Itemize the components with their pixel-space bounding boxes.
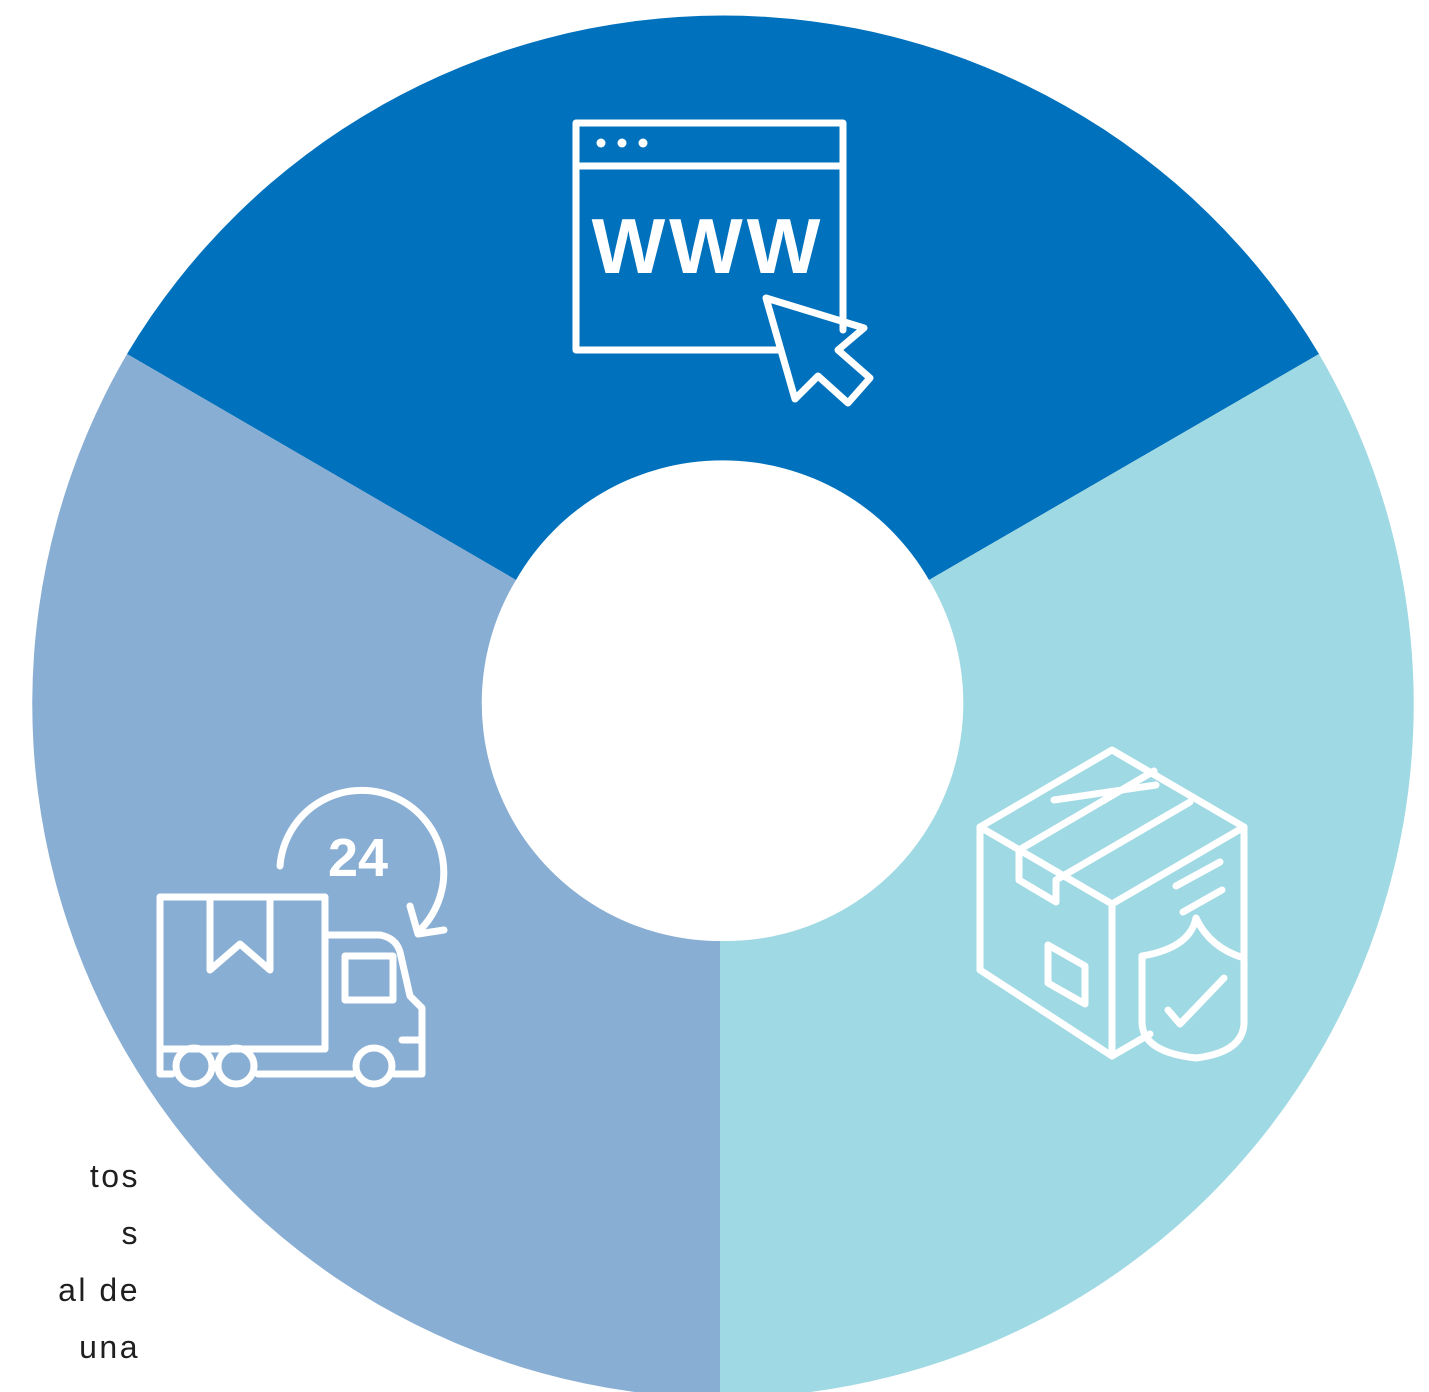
protected-package-icon <box>976 746 1248 1062</box>
checkmark-icon <box>1164 974 1228 1028</box>
segment-web <box>127 15 1319 581</box>
side-text-line: s <box>121 1215 140 1251</box>
clock-arrow-icon <box>276 786 448 936</box>
side-text-line: tos <box>89 1158 140 1194</box>
side-text-line: una <box>79 1329 140 1365</box>
center-circle <box>485 465 961 941</box>
side-text-fragment: tos s al de una <box>0 1148 140 1392</box>
segment-delivery <box>32 354 720 1392</box>
truck-icon-text: 24 <box>328 828 388 888</box>
web-browser-icon: WWW <box>572 119 874 407</box>
shield-icon <box>1138 914 1248 1062</box>
web-icon-text: WWW <box>592 202 825 290</box>
side-text-line: al de <box>58 1272 140 1308</box>
cursor-arrow-icon <box>762 294 874 407</box>
delivery-truck-24h-icon: 24 <box>156 786 448 1088</box>
